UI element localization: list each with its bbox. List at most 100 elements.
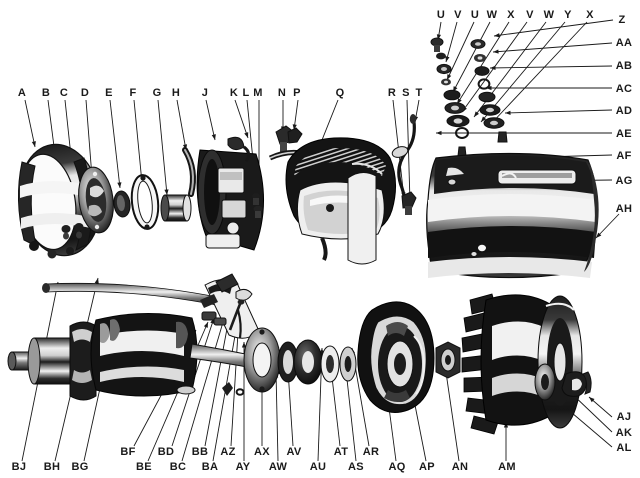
- callout-label-bf: BF: [120, 446, 136, 458]
- callout-label-x: X: [586, 9, 594, 21]
- leader-line-x: [456, 21, 510, 105]
- callout-label-ad: AD: [615, 105, 633, 117]
- callout-label-bd: BD: [157, 446, 175, 458]
- callout-label-bb: BB: [191, 446, 209, 458]
- callout-label-ae: AE: [616, 128, 632, 140]
- leader-arrow-p: [292, 124, 297, 130]
- callout-label-e: E: [105, 87, 113, 99]
- leader-arrow-e: [117, 182, 122, 188]
- callout-label-m: M: [253, 87, 263, 99]
- leader-arrow-k: [244, 132, 249, 138]
- leader-arrow-u: [447, 74, 452, 80]
- leader-line-j: [205, 99, 216, 141]
- leader-arrow-a: [31, 141, 36, 147]
- part-pinion-nut: [435, 341, 461, 379]
- callout-label-v: V: [526, 9, 534, 21]
- leader-arrow-be: [203, 322, 208, 328]
- callout-label-v: V: [454, 9, 462, 21]
- part-bushing-sleeve: [160, 194, 192, 222]
- leader-arrow-g: [164, 189, 169, 195]
- callout-label-bh: BH: [43, 461, 61, 473]
- callout-label-h: H: [171, 87, 181, 99]
- callout-label-q: Q: [335, 87, 345, 99]
- callout-label-ah: AH: [615, 203, 633, 215]
- callout-label-c: C: [59, 87, 69, 99]
- leader-line-h: [176, 99, 187, 151]
- part-small-fasteners-left: [61, 223, 84, 240]
- leader-arrow-y: [481, 116, 487, 122]
- leader-line-ad: [504, 109, 613, 114]
- leader-line-ah: [595, 213, 620, 239]
- callout-label-f: F: [129, 87, 137, 99]
- part-fastener-cluster: [430, 37, 508, 157]
- callout-label-w: W: [543, 9, 555, 21]
- callout-label-aq: AQ: [388, 461, 406, 473]
- part-thrust-washer: [113, 190, 131, 218]
- callout-label-a: A: [17, 87, 27, 99]
- part-gasket-ring: [130, 174, 160, 230]
- leader-arrow-ah: [596, 232, 602, 238]
- callout-label-ar: AR: [362, 446, 380, 458]
- callout-label-ap: AP: [419, 461, 435, 473]
- callout-label-aw: AW: [268, 461, 288, 473]
- leader-line-bc: [181, 311, 227, 462]
- leader-arrow-w: [474, 111, 479, 117]
- callout-label-az: AZ: [220, 446, 236, 458]
- leader-arrow-ac: [486, 85, 492, 91]
- leader-line-aw: [275, 371, 279, 462]
- part-brush-end-cover: [78, 166, 114, 234]
- callout-label-p: P: [293, 87, 301, 99]
- part-shift-lever-assembly: [176, 273, 260, 396]
- callout-label-ab: AB: [615, 60, 633, 72]
- part-solenoid-body: [285, 137, 396, 261]
- callout-label-am: AM: [498, 461, 516, 473]
- leader-line-x: [488, 21, 588, 127]
- part-armature: [7, 313, 309, 401]
- callout-label-g: G: [152, 87, 162, 99]
- callout-label-ba: BA: [201, 461, 219, 473]
- callout-label-j: J: [201, 87, 209, 99]
- callout-label-aj: AJ: [616, 411, 632, 423]
- leader-arrow-z: [494, 33, 500, 38]
- leader-line-ab: [489, 65, 613, 69]
- callout-label-s: S: [402, 87, 410, 99]
- part-wiring-harness: [391, 114, 417, 215]
- callout-label-z: Z: [618, 14, 626, 26]
- callout-label-av: AV: [286, 446, 302, 458]
- callout-label-bg: BG: [71, 461, 89, 473]
- leader-line-f: [133, 99, 143, 184]
- leader-arrow-ab: [490, 65, 496, 71]
- part-commutator-end-frame: [196, 136, 264, 251]
- callout-label-bc: BC: [169, 461, 187, 473]
- leader-arrow-j: [211, 134, 216, 140]
- leader-line-ap: [413, 399, 427, 462]
- callout-label-r: R: [387, 87, 397, 99]
- callout-label-ag: AG: [615, 175, 633, 187]
- part-curved-lead: [182, 147, 196, 197]
- leader-line-z: [493, 19, 614, 37]
- callout-label-al: AL: [616, 442, 632, 454]
- callout-label-au: AU: [309, 461, 327, 473]
- part-drive-pinion-clutch: [357, 301, 435, 413]
- callout-label-d: D: [80, 87, 90, 99]
- leader-line-aa: [492, 42, 613, 53]
- callout-label-x: X: [507, 9, 515, 21]
- leader-line-v: [445, 21, 458, 63]
- leader-arrow-aj: [589, 397, 595, 403]
- callout-label-k: K: [229, 87, 239, 99]
- leader-arrow-ay: [241, 342, 247, 348]
- callout-label-y: Y: [564, 9, 572, 21]
- callout-label-l: L: [242, 87, 250, 99]
- callout-label-af: AF: [616, 150, 632, 162]
- callout-label-ak: AK: [615, 427, 633, 439]
- callout-label-w: W: [486, 9, 498, 21]
- leader-line-e: [109, 99, 121, 189]
- callout-label-ac: AC: [615, 83, 633, 95]
- leader-line-av: [287, 369, 294, 447]
- leader-arrow-bh: [94, 278, 99, 284]
- callout-label-u: U: [470, 9, 480, 21]
- callout-label-t: T: [415, 87, 423, 99]
- callout-label-aa: AA: [615, 37, 633, 49]
